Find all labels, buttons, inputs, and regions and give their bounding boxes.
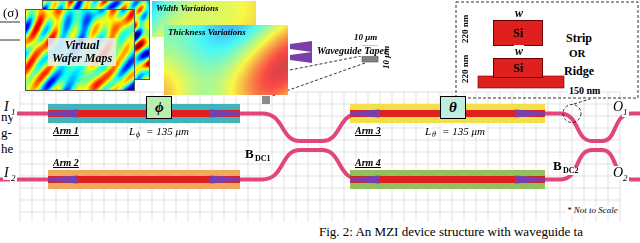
dimension: ϕ [135, 131, 141, 139]
waveguide [0, 114, 640, 180]
body-text: he [0, 142, 14, 155]
port-subscript: 2 [622, 174, 629, 183]
coupler-name: DC1 [254, 155, 272, 163]
node-text: Strip [566, 32, 592, 44]
arm-name: Arm 3 [354, 126, 382, 136]
dimension: 220 nm [461, 14, 470, 44]
port-subscript: 2 [10, 174, 17, 183]
phase-shifter: ϕ [146, 96, 172, 119]
node-text: θ [449, 100, 457, 115]
port-name: I [3, 100, 10, 114]
node-text: Si [513, 27, 523, 39]
silicon-core: Si [493, 58, 543, 78]
port-name: I [3, 166, 10, 180]
phase-shifter: θ [440, 96, 466, 119]
taper-symbol [290, 52, 312, 63]
waveguide-core [48, 114, 545, 180]
dimension: θ [431, 131, 437, 139]
thickness-map: Thickness Variations [164, 25, 288, 95]
arm-name: Arm 1 [52, 126, 80, 136]
coupler-name: DC2 [562, 167, 580, 175]
node-text: OR [569, 48, 586, 59]
node-text: Width Variations [156, 4, 218, 13]
dimension: = 135 μm [441, 126, 486, 137]
silicon-core: Si [493, 20, 543, 46]
layout-grid [20, 92, 620, 222]
port-subscript: 1 [622, 108, 629, 117]
dimension: w [514, 7, 524, 19]
dimension: 150 nm [568, 86, 601, 96]
port-subscript: 1 [10, 108, 17, 117]
dimension: = 135 μm [145, 126, 190, 137]
dimension: 220 nm [461, 54, 470, 84]
node-text: Virtual Wafer Maps [48, 38, 116, 66]
node-text: ϕ [155, 100, 164, 115]
arm-region [48, 104, 240, 123]
figure-caption: Fig. 2: An MZI device structure with wav… [318, 225, 584, 238]
body-text: g- [0, 126, 13, 139]
arm-region [350, 170, 545, 189]
note: * Not to Scale [566, 206, 619, 215]
dimension: 10 μm [382, 45, 391, 70]
arm-region [48, 170, 240, 189]
node-text: Ridge [564, 65, 594, 77]
table-cell: (σ) [2, 6, 20, 19]
unit-cell [262, 96, 270, 104]
node-text: Si [513, 62, 523, 74]
taper-symbol [290, 41, 312, 52]
dimension: w [514, 45, 524, 57]
dimension: 10 μm [353, 33, 378, 42]
cross-section-panel: StripORRidgeSiSi [456, 2, 638, 98]
table-rule [0, 22, 20, 23]
arm-name: Arm 4 [354, 158, 382, 168]
leader-line [272, 2, 638, 123]
arm-name: Arm 2 [52, 158, 80, 168]
part-name: Waveguide Taper [316, 46, 389, 56]
table-rule [0, 40, 20, 41]
wafer-map: Virtual Wafer Maps [26, 10, 134, 90]
node-text: Thickness Variations [168, 28, 246, 37]
